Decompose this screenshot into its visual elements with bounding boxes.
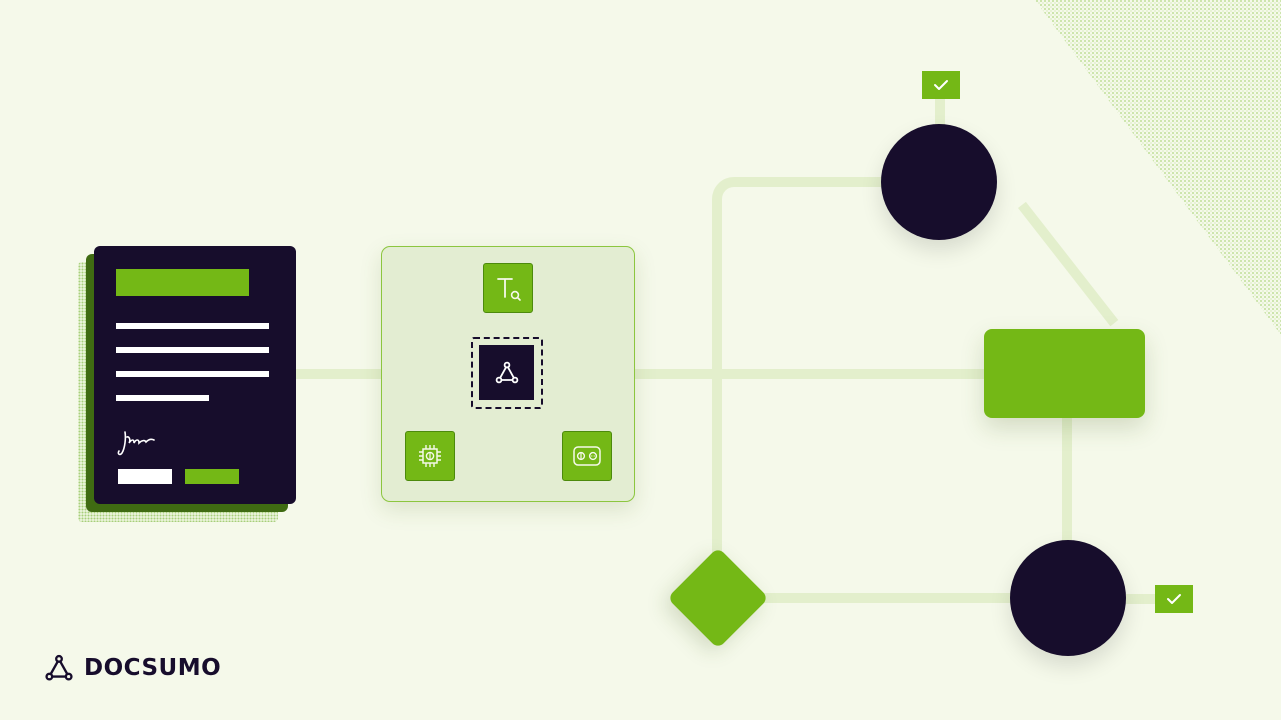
selected-node-frame (471, 337, 543, 409)
check-icon (1167, 594, 1181, 604)
connector-circle-check (1126, 594, 1156, 604)
docsumo-logo[interactable]: DOCSUMO (44, 653, 221, 683)
document-text-line (116, 347, 269, 353)
text-search-tool[interactable] (483, 263, 533, 313)
cpu-chip-icon (419, 445, 441, 467)
connector-panel-rect (634, 369, 986, 379)
cpu-chip-tool[interactable] (405, 431, 455, 481)
document-green-button (185, 469, 239, 484)
document-header-bar (116, 269, 249, 296)
connector-diamond-circle (760, 593, 1012, 603)
connector-plug-tool[interactable] (562, 431, 612, 481)
check-badge-bottom (1155, 585, 1193, 613)
connector-doc-panel (296, 369, 382, 379)
processing-panel (381, 246, 635, 502)
flow-node-circle-top[interactable] (881, 124, 997, 240)
document-card (94, 246, 296, 504)
flow-node-rectangle[interactable] (984, 329, 1145, 418)
connector-top-check (935, 96, 945, 126)
connector-branch-top (712, 177, 892, 565)
flow-node-circle-bottom[interactable] (1010, 540, 1126, 656)
document-text-line (116, 395, 209, 401)
docsumo-node[interactable] (479, 345, 534, 400)
connector-rect-bottom (1062, 416, 1072, 544)
check-icon (934, 80, 948, 90)
text-search-icon (497, 278, 521, 301)
connector-plug-icon (573, 446, 601, 466)
signature-icon (117, 431, 155, 456)
document-text-line (116, 323, 269, 329)
docsumo-mark-icon (495, 361, 518, 383)
check-badge-top (922, 71, 960, 99)
docsumo-logo-icon (45, 654, 73, 681)
document-white-button (118, 469, 172, 484)
document-text-line (116, 371, 269, 377)
brand-name: DOCSUMO (84, 655, 222, 681)
